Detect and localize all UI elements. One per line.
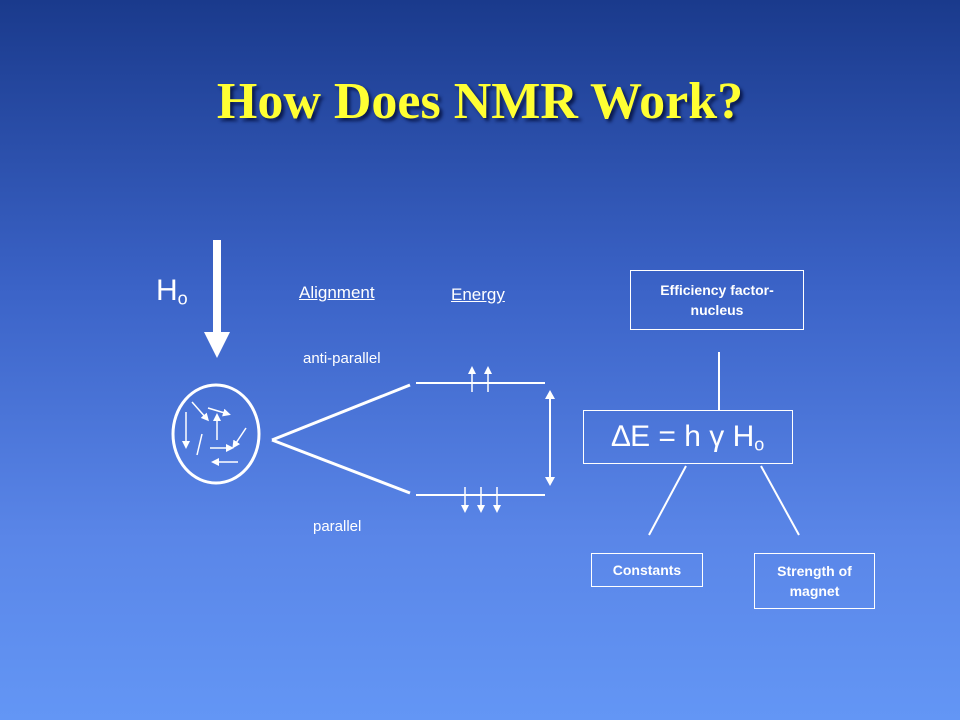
delta-symbol: ∆: [611, 420, 631, 454]
resonance-equation-box: ∆E = h γ Ho: [583, 410, 793, 464]
equation-field: H: [724, 420, 755, 454]
random-spins-icon: [171, 383, 261, 485]
field-subscript: o: [177, 288, 188, 309]
constants-box: Constants: [591, 553, 703, 587]
efficiency-line1: Efficiency factor-: [660, 281, 774, 298]
parallel-label: parallel: [313, 518, 362, 535]
strength-line2: magnet: [789, 583, 840, 599]
magnet-strength-box: Strength of magnet: [754, 553, 875, 609]
equation: ∆E = h γ Ho: [612, 415, 765, 459]
connector-lines: [648, 352, 800, 536]
anti-parallel-label: anti-parallel: [303, 350, 381, 367]
energy-levels: [416, 382, 545, 496]
alignment-header: Alignment: [299, 283, 375, 302]
energy-gap-arrow-icon: [545, 390, 555, 486]
slide-title: How Does NMR Work?: [216, 73, 744, 130]
magnetic-field-label: Ho: [156, 274, 188, 310]
parallel-spins-icon: [461, 487, 501, 513]
field-symbol: H: [156, 274, 178, 307]
efficiency-factor-box: Efficiency factor- nucleus: [630, 270, 804, 330]
efficiency-line2: nucleus: [690, 302, 744, 318]
energy-header: Energy: [451, 285, 505, 304]
energy-splitting-lines: [271, 383, 411, 495]
equation-subscript: o: [754, 434, 765, 455]
field-arrow-icon: [204, 240, 230, 358]
strength-line1: Strength of: [777, 562, 852, 579]
gamma-symbol: γ: [709, 420, 725, 454]
anti-parallel-spins-icon: [468, 366, 492, 392]
equation-lhs: E = h: [630, 420, 710, 454]
